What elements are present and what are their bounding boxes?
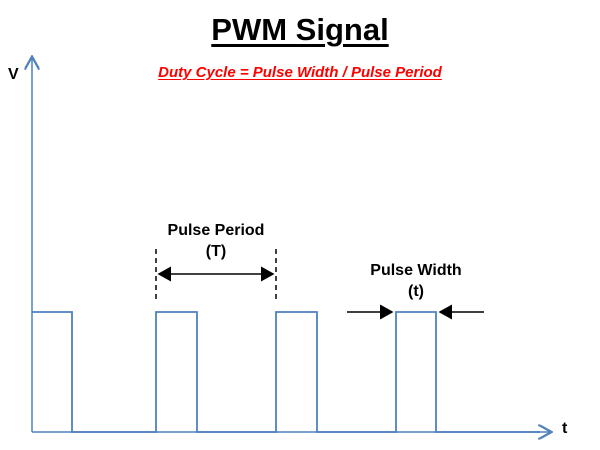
x-axis-label: t bbox=[562, 420, 568, 437]
pulse-period-symbol: (T) bbox=[205, 243, 227, 260]
diagram-title: PWM Signal bbox=[211, 12, 389, 47]
pulse-period-annotation: Pulse Period (T) bbox=[146, 220, 286, 262]
pulse-period-label: Pulse Period bbox=[167, 222, 265, 239]
duty-cycle-formula: Duty Cycle = Pulse Width / Pulse Period bbox=[158, 64, 442, 81]
y-axis-label: V bbox=[8, 66, 19, 83]
pulse-width-label: Pulse Width bbox=[370, 262, 462, 279]
pulse-width-symbol: (t) bbox=[408, 283, 424, 300]
pulse-width-annotation: Pulse Width (t) bbox=[346, 260, 486, 302]
pwm-waveform bbox=[32, 311, 540, 433]
